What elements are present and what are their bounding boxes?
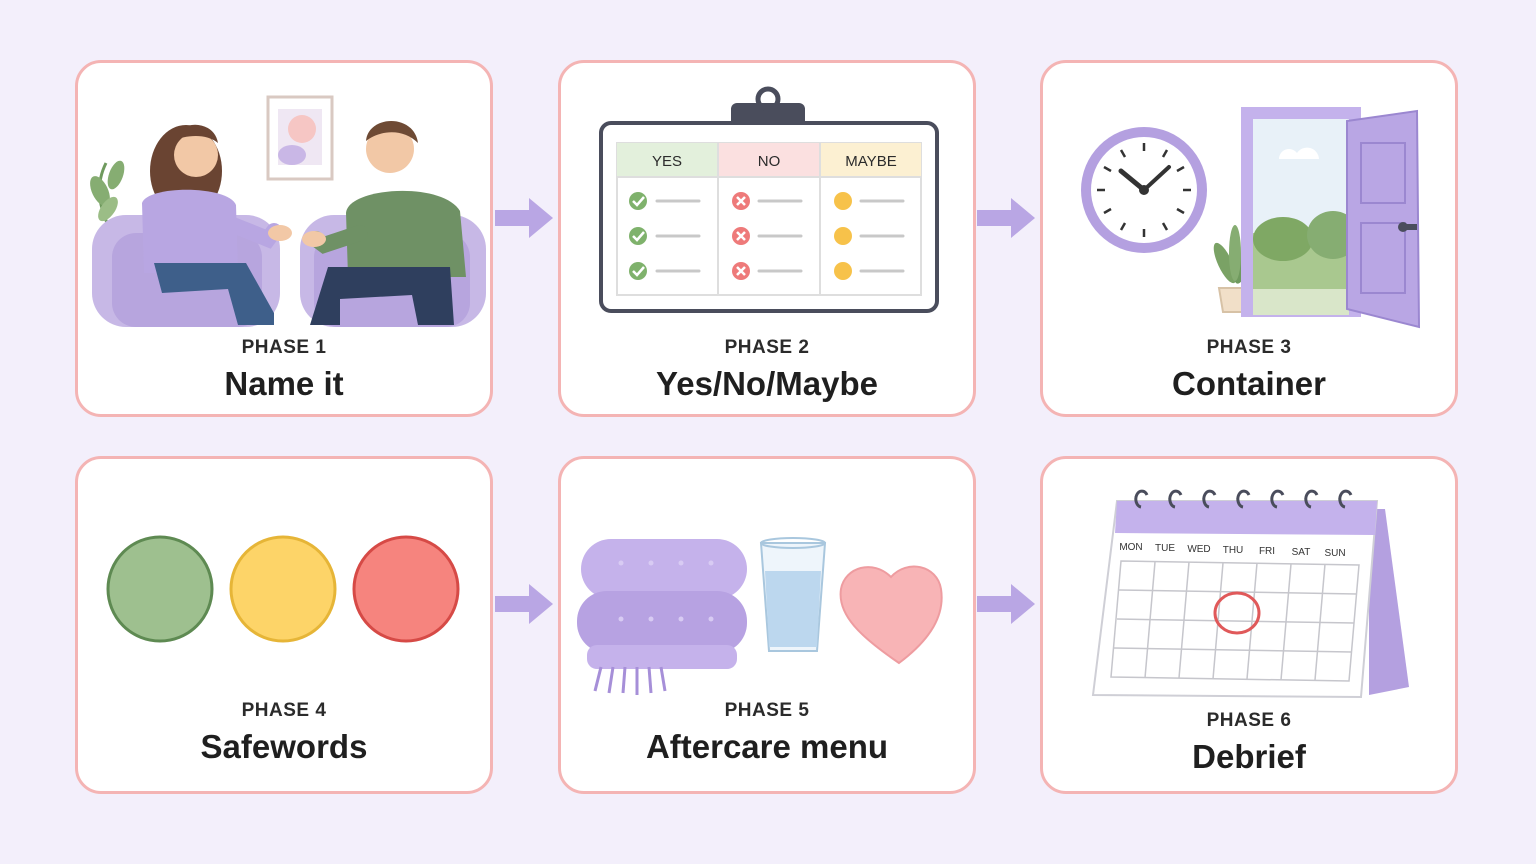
phase-2-card: YES NO MAYBE PHASE 2 Yes/No/Maybe xyxy=(558,60,976,417)
weekday-label: SUN xyxy=(1324,548,1345,559)
phase-label: PHASE 1 xyxy=(241,337,327,358)
circled-date-icon xyxy=(1213,591,1261,635)
phase-4-card: PHASE 4 Safewords xyxy=(75,456,493,794)
weekday-label: WED xyxy=(1187,544,1210,555)
phase-6-card: MON TUE WED THU FRI SAT SUN PHASE 6 Debr… xyxy=(1040,456,1458,794)
phase-title: Container xyxy=(1171,365,1326,402)
phase-title: Aftercare menu xyxy=(645,728,889,765)
column-header-yes: YES xyxy=(652,153,682,170)
question-icon xyxy=(834,192,852,280)
weekday-label: MON xyxy=(1119,542,1142,553)
phase-title: Safewords xyxy=(200,728,368,765)
column-header-maybe: MAYBE xyxy=(845,153,896,170)
cross-icon xyxy=(732,192,750,280)
arrow-right-icon xyxy=(495,584,553,624)
check-icon xyxy=(629,192,647,280)
water-glass-icon xyxy=(759,537,827,652)
red-circle-icon xyxy=(352,535,460,643)
weekday-label: THU xyxy=(1223,545,1244,556)
phase-label: PHASE 4 xyxy=(241,700,327,721)
phase-title: Debrief xyxy=(1192,738,1306,775)
phase-label: PHASE 3 xyxy=(1206,337,1292,358)
phase-title: Yes/No/Maybe xyxy=(656,365,878,402)
phase-title: Name it xyxy=(224,365,344,402)
green-circle-icon xyxy=(106,535,214,643)
phase-label: PHASE 2 xyxy=(724,337,810,358)
calendar-illustration: MON TUE WED THU FRI SAT SUN xyxy=(1091,489,1409,699)
blanket-water-heart-illustration xyxy=(577,537,943,695)
phase-label: PHASE 6 xyxy=(1206,710,1292,731)
arrow-right-icon xyxy=(977,198,1035,238)
column-header-no: NO xyxy=(758,153,781,170)
checklist-board-illustration: YES NO MAYBE xyxy=(599,86,939,313)
phase-5-card: PHASE 5 Aftercare menu xyxy=(558,456,976,794)
yellow-circle-icon xyxy=(229,535,337,643)
weekday-label: SAT xyxy=(1292,547,1311,558)
traffic-light-circles-illustration xyxy=(106,535,460,643)
phase-1-card: PHASE 1 Name it xyxy=(75,60,493,417)
conversation-illustration xyxy=(90,95,486,327)
blanket-icon xyxy=(577,539,747,695)
weekday-label: TUE xyxy=(1155,543,1175,554)
heart-icon xyxy=(839,565,943,665)
weekday-label: FRI xyxy=(1259,546,1275,557)
arrow-right-icon xyxy=(495,198,553,238)
phase-label: PHASE 5 xyxy=(724,700,810,721)
arrow-right-icon xyxy=(977,584,1035,624)
clock-and-door-illustration xyxy=(1081,107,1421,329)
phase-3-card: PHASE 3 Container xyxy=(1040,60,1458,417)
